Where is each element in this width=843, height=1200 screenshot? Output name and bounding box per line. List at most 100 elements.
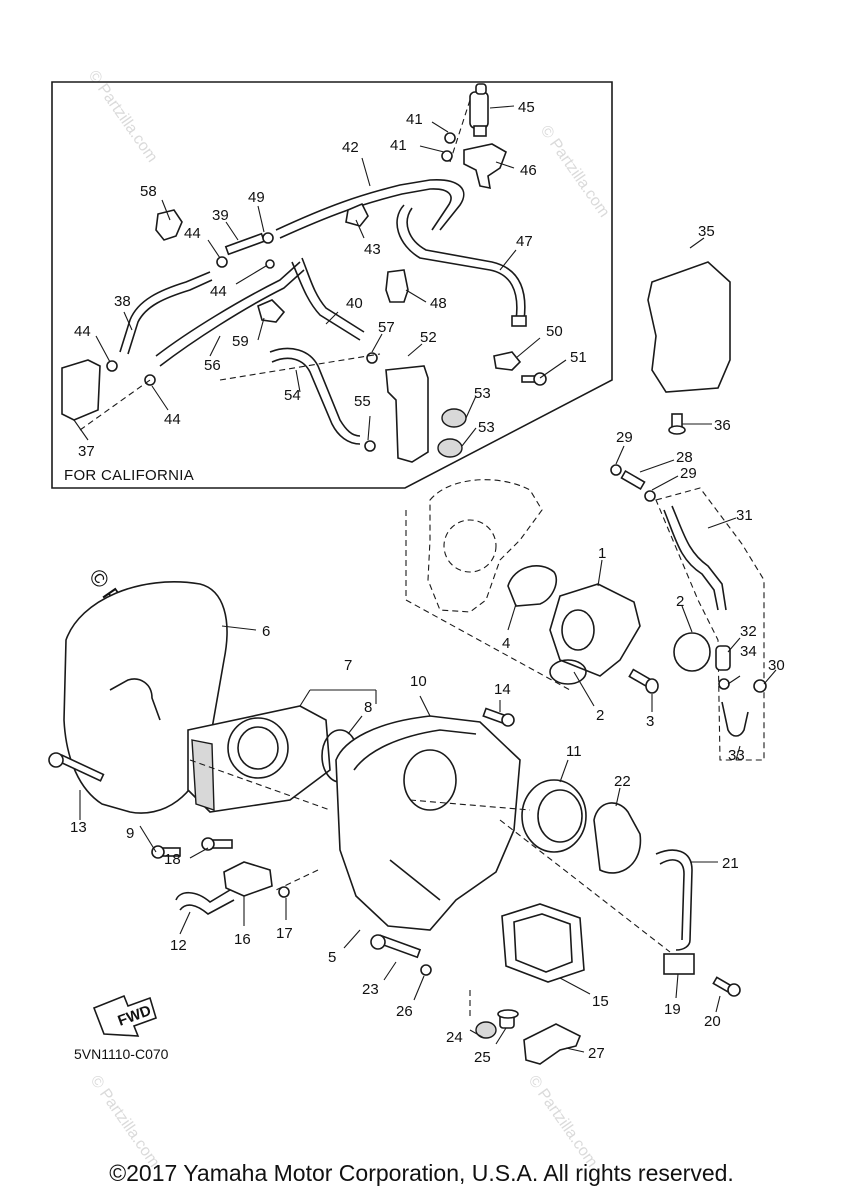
callout-44: 44 xyxy=(184,225,201,242)
callout-7: 7 xyxy=(344,657,352,674)
part-56-hose xyxy=(155,261,301,357)
callout-42: 42 xyxy=(342,139,359,156)
inset-frame xyxy=(51,81,613,489)
part-9-bolt xyxy=(151,845,181,859)
copyright-notice: ©2017 Yamaha Motor Corporation, U.S.A. A… xyxy=(109,1160,734,1186)
part-46-bracket xyxy=(463,143,507,190)
part-41-clip-b xyxy=(441,150,453,162)
callout-3: 3 xyxy=(646,713,654,730)
callout-47: 47 xyxy=(516,233,533,250)
part-26-washer xyxy=(420,964,432,976)
part-44-clip-b xyxy=(265,259,275,269)
part-28-pipe xyxy=(620,469,646,491)
part-27-bracket xyxy=(523,1023,582,1065)
callout-50: 50 xyxy=(546,323,563,340)
callout-12: 12 xyxy=(170,937,187,954)
callout-15: 15 xyxy=(592,993,609,1010)
part-5-case xyxy=(335,715,521,931)
part-51-screw xyxy=(521,372,547,386)
part-25-collar xyxy=(497,1009,519,1029)
callout-27: 27 xyxy=(588,1045,605,1062)
leader-lines xyxy=(73,105,777,1053)
part-18-bolt xyxy=(201,837,233,851)
callout-44: 44 xyxy=(210,283,227,300)
callout-53: 53 xyxy=(478,419,495,436)
callout-40: 40 xyxy=(346,295,363,312)
callout-16: 16 xyxy=(234,931,251,948)
part-29-clip-a xyxy=(610,464,622,476)
callout-21: 21 xyxy=(722,855,739,872)
watermark-bottom-right: © Partzilla.com xyxy=(525,1073,601,1171)
california-inset xyxy=(51,81,613,489)
callout-53: 53 xyxy=(474,385,491,402)
part-21-hose xyxy=(655,849,693,951)
callout-4: 4 xyxy=(502,635,510,652)
part-2-oring-b xyxy=(549,659,587,685)
callout-41: 41 xyxy=(390,137,407,154)
callout-32: 32 xyxy=(740,623,757,640)
part-2-oring-a xyxy=(673,632,711,672)
callout-28: 28 xyxy=(676,449,693,466)
callout-24: 24 xyxy=(446,1029,463,1046)
callout-59: 59 xyxy=(232,333,249,350)
part-42-hose xyxy=(275,179,465,231)
callout-41: 41 xyxy=(406,111,423,128)
carburetor-outline xyxy=(405,479,571,691)
part-44-clip-a xyxy=(216,256,228,268)
part-23-bolt xyxy=(370,934,422,959)
part-13-bolt xyxy=(48,752,105,782)
callout-52: 52 xyxy=(420,329,437,346)
part-36-bolt xyxy=(668,413,686,435)
part-45-fitting xyxy=(469,83,489,137)
part-58-clip xyxy=(155,209,183,241)
callout-36: 36 xyxy=(714,417,731,434)
part-47-hose xyxy=(396,204,518,321)
callout-29: 29 xyxy=(680,465,697,482)
callout-2: 2 xyxy=(596,707,604,724)
callout-17: 17 xyxy=(276,925,293,942)
callout-55: 55 xyxy=(354,393,371,410)
callout-43: 43 xyxy=(364,241,381,258)
part-37-module xyxy=(61,359,101,421)
callout-9: 9 xyxy=(126,825,134,842)
callout-51: 51 xyxy=(570,349,587,366)
part-24-grommet xyxy=(475,1021,497,1039)
part-16-breather xyxy=(223,861,273,897)
part-53-grommet-b xyxy=(437,438,463,458)
part-14-bolt xyxy=(482,707,515,727)
part-31-hose xyxy=(663,509,719,611)
watermark-bottom-left: © Partzilla.com xyxy=(87,1073,163,1171)
part-20-bolt xyxy=(712,976,741,997)
callout-5: 5 xyxy=(328,949,336,966)
callout-33: 33 xyxy=(728,747,745,764)
callout-49: 49 xyxy=(248,189,265,206)
diagram-code: 5VN1110-C070 xyxy=(74,1046,169,1062)
part-1-manifold xyxy=(549,583,641,677)
callout-57: 57 xyxy=(378,319,395,336)
part-57-clip xyxy=(366,352,378,364)
callout-30: 30 xyxy=(768,657,785,674)
callout-29: 29 xyxy=(616,429,633,446)
part-22-clamp xyxy=(593,802,642,874)
part-53-grommet-a xyxy=(441,408,467,428)
part-38-hose xyxy=(119,271,211,353)
part-35-cover xyxy=(647,261,731,393)
part-59-clamp xyxy=(257,299,286,323)
callout-18: 18 xyxy=(164,851,181,868)
part-4-clamp xyxy=(507,565,558,607)
callout-6: 6 xyxy=(262,623,270,640)
callout-38: 38 xyxy=(114,293,131,310)
part-29-clip-b xyxy=(644,490,656,502)
watermark-right: © Partzilla.com xyxy=(537,123,613,221)
callout-46: 46 xyxy=(520,162,537,179)
callout-54: 54 xyxy=(284,387,301,404)
part-11-joint xyxy=(521,779,587,853)
callout-23: 23 xyxy=(362,981,379,998)
part-12-hose xyxy=(175,889,231,903)
callout-11: 11 xyxy=(566,743,582,760)
callout-56: 56 xyxy=(204,357,221,374)
part-52-valve xyxy=(385,365,429,463)
inset-label: FOR CALIFORNIA xyxy=(64,467,195,484)
callout-37: 37 xyxy=(78,443,95,460)
